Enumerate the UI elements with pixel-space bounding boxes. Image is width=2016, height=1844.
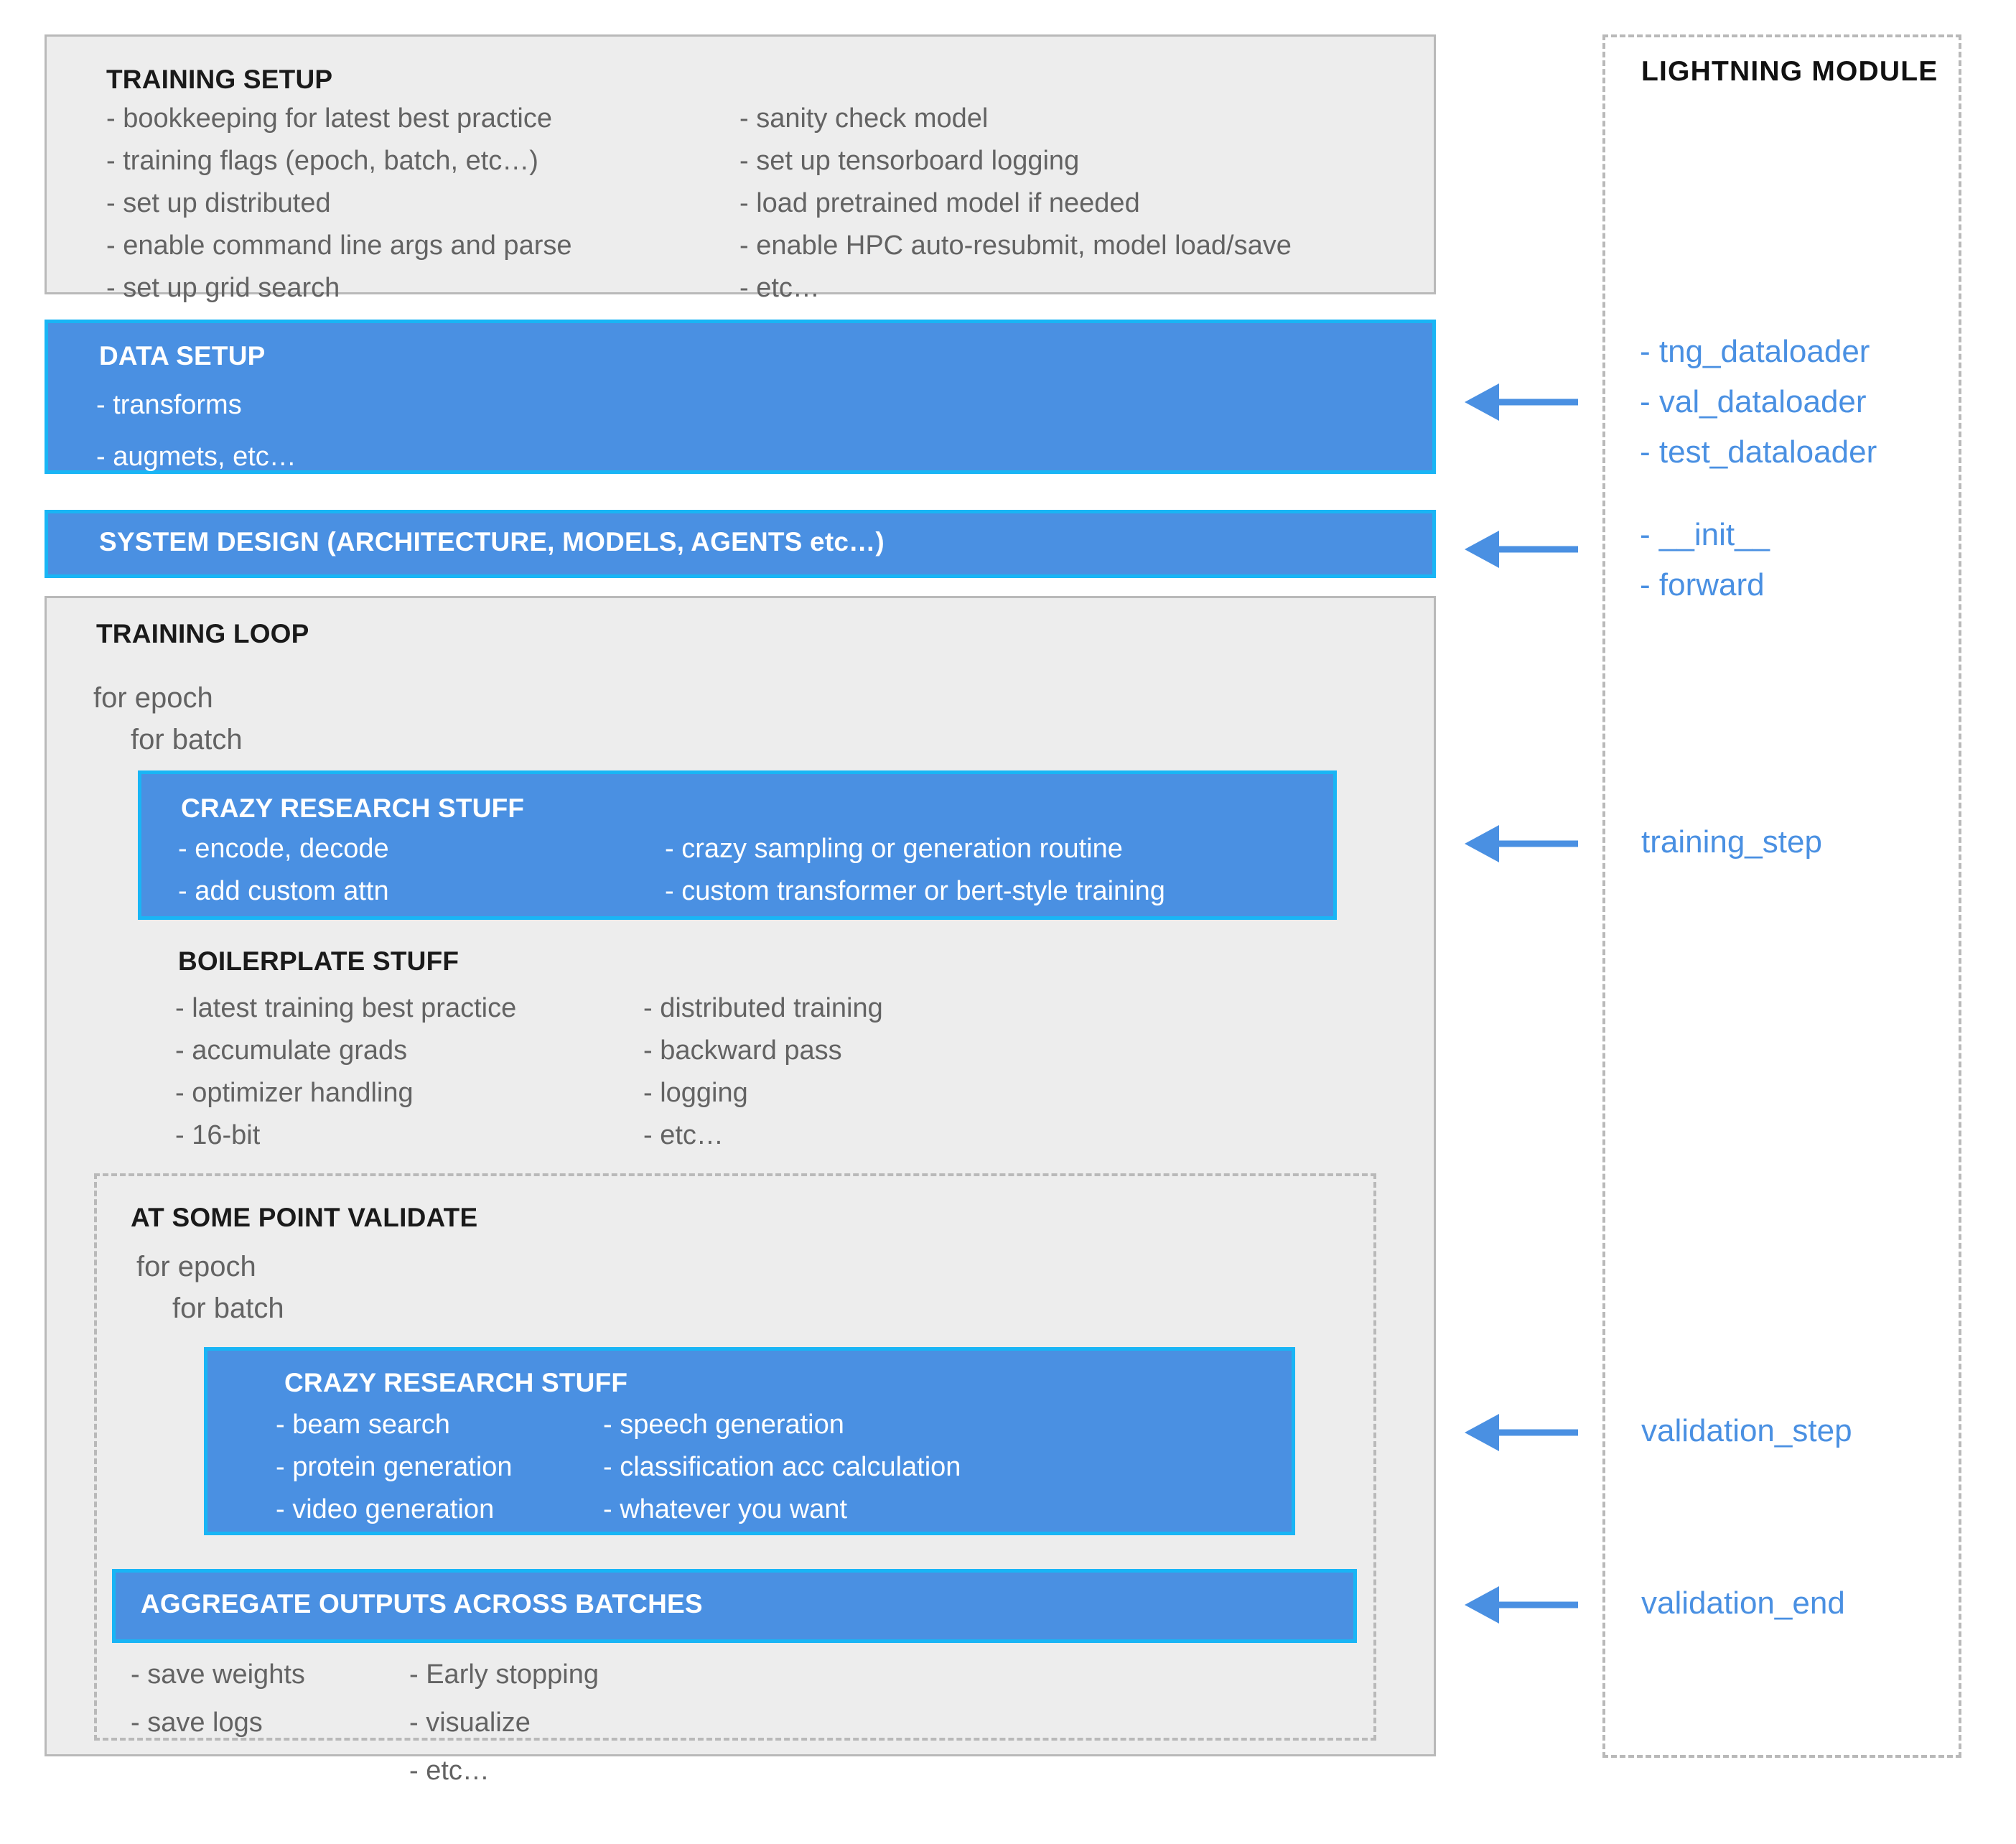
list-item: - etc…	[739, 273, 820, 303]
validate-outputs-right-list: - Early stopping - visualize - etc…	[409, 1661, 599, 1805]
arrow-left-icon-system-design	[1465, 531, 1578, 568]
arrow-left-icon-validation-step	[1465, 1414, 1578, 1451]
list-item: - beam search	[276, 1410, 450, 1440]
list-item: - backward pass	[643, 1035, 842, 1066]
validation-crazy-research-title: CRAZY RESEARCH STUFF	[284, 1368, 628, 1397]
system-design-box	[45, 510, 1436, 578]
list-item: - test_dataloader	[1640, 434, 1877, 470]
training-crazy-research-left-list: - encode, decode - add custom attn	[178, 835, 389, 920]
list-item: - crazy sampling or generation routine	[665, 834, 1123, 864]
list-item: - Early stopping	[409, 1659, 599, 1690]
list-item: - accumulate grads	[175, 1035, 408, 1066]
list-item: - add custom attn	[178, 876, 389, 906]
validate-title: AT SOME POINT VALIDATE	[131, 1203, 478, 1232]
list-item: - sanity check model	[739, 103, 989, 134]
lightning-module-title: LIGHTNING MODULE	[1641, 56, 1938, 87]
aggregate-outputs-title: AGGREGATE OUTPUTS ACROSS BATCHES	[141, 1589, 703, 1619]
validate-for-epoch: for epoch	[136, 1251, 256, 1282]
boilerplate-left-list: - latest training best practice - accumu…	[175, 995, 516, 1164]
hook-label-training-step: training_step	[1641, 824, 1822, 860]
list-item: - distributed training	[643, 993, 883, 1023]
boilerplate-right-list: - distributed training - backward pass -…	[643, 995, 883, 1164]
list-item: - custom transformer or bert-style train…	[665, 876, 1165, 906]
list-item: - __init__	[1640, 517, 1770, 552]
arrow-left-icon-training-step	[1465, 825, 1578, 862]
training-crazy-research-right-list: - crazy sampling or generation routine -…	[665, 835, 1165, 920]
training-loop-title: TRAINING LOOP	[96, 619, 309, 648]
validate-outputs-left-list: - save weights - save logs	[131, 1661, 305, 1757]
list-item: - latest training best practice	[175, 993, 517, 1023]
list-item: - logging	[643, 1078, 748, 1108]
list-item: - etc…	[409, 1756, 490, 1786]
list-item: - load pretrained model if needed	[739, 188, 1140, 218]
lightning-model-list: - __init__ - forward	[1640, 517, 1770, 618]
training-crazy-research-title: CRAZY RESEARCH STUFF	[181, 793, 525, 823]
list-item: - optimizer handling	[175, 1078, 414, 1108]
training-crazy-research-box	[138, 770, 1337, 920]
boilerplate-title: BOILERPLATE STUFF	[178, 946, 459, 976]
training-setup-title: TRAINING SETUP	[106, 65, 333, 94]
list-item: - val_dataloader	[1640, 384, 1867, 419]
list-item: - forward	[1640, 567, 1765, 602]
data-setup-title: DATA SETUP	[99, 341, 266, 371]
list-item: - set up grid search	[106, 273, 340, 303]
list-item: - set up tensorboard logging	[739, 146, 1080, 176]
lightning-module-panel	[1602, 34, 1961, 1758]
arrow-left-icon-validation-end	[1465, 1586, 1578, 1624]
list-item: - encode, decode	[178, 834, 389, 864]
list-item: - whatever you want	[603, 1494, 848, 1524]
training-setup-right-list: - sanity check model - set up tensorboar…	[739, 105, 1292, 317]
list-item: - augmets, etc…	[96, 442, 297, 472]
list-item: - 16-bit	[175, 1120, 261, 1150]
validation-crazy-research-right-list: - speech generation - classification acc…	[603, 1411, 961, 1538]
validation-crazy-research-left-list: - beam search - protein generation - vid…	[276, 1411, 513, 1538]
arrow-left-icon-data-setup	[1465, 383, 1578, 421]
list-item: - set up distributed	[106, 188, 331, 218]
list-item: - tng_dataloader	[1640, 334, 1870, 369]
list-item: - enable HPC auto-resubmit, model load/s…	[739, 230, 1292, 261]
data-setup-box	[45, 320, 1436, 474]
data-setup-list: - transforms - augmets, etc…	[96, 391, 297, 495]
system-design-title: SYSTEM DESIGN (ARCHITECTURE, MODELS, AGE…	[99, 527, 885, 557]
training-setup-box	[45, 34, 1436, 294]
list-item: - protein generation	[276, 1452, 513, 1482]
list-item: - save weights	[131, 1659, 305, 1690]
training-loop-for-epoch: for epoch	[93, 682, 213, 714]
list-item: - etc…	[643, 1120, 724, 1150]
validate-box	[94, 1173, 1376, 1741]
validate-for-batch: for batch	[172, 1293, 284, 1324]
list-item: - transforms	[96, 390, 242, 420]
list-item: - visualize	[409, 1708, 531, 1738]
aggregate-outputs-box	[112, 1569, 1357, 1643]
list-item: - speech generation	[603, 1410, 844, 1440]
hook-label-validation-step: validation_step	[1641, 1413, 1852, 1448]
list-item: - bookkeeping for latest best practice	[106, 103, 553, 134]
lightning-dataloader-list: - tng_dataloader - val_dataloader - test…	[1640, 334, 1877, 485]
list-item: - enable command line args and parse	[106, 230, 572, 261]
training-loop-for-batch: for batch	[131, 724, 243, 755]
list-item: - video generation	[276, 1494, 495, 1524]
list-item: - classification acc calculation	[603, 1452, 961, 1482]
list-item: - training flags (epoch, batch, etc…)	[106, 146, 538, 176]
list-item: - save logs	[131, 1708, 263, 1738]
validation-crazy-research-box	[204, 1347, 1295, 1535]
training-setup-left-list: - bookkeeping for latest best practice -…	[106, 105, 572, 317]
hook-label-validation-end: validation_end	[1641, 1585, 1845, 1621]
